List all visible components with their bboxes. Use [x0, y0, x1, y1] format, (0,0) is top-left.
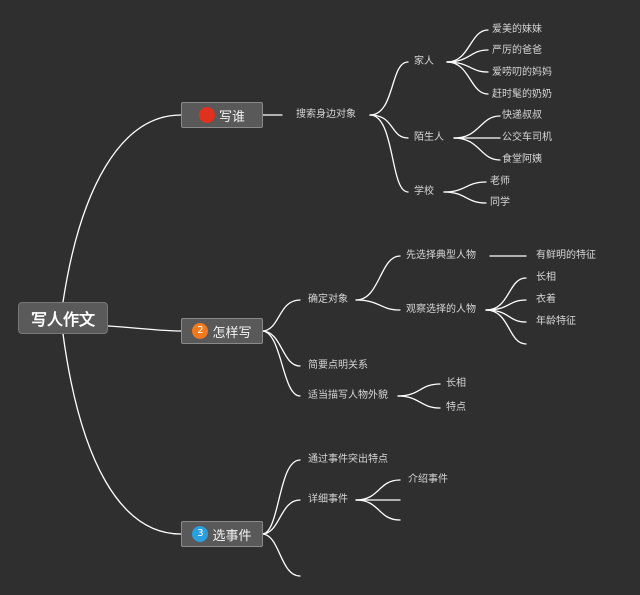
node-observe-item[interactable]: 衣着 [536, 294, 556, 305]
node-family-item[interactable]: 赶时髦的奶奶 [492, 89, 552, 100]
node-observe-item[interactable]: 长相 [536, 272, 556, 283]
node-family[interactable]: 家人 [414, 56, 434, 67]
node-confirm-target[interactable]: 确定对象 [308, 294, 348, 305]
node-distinct-traits[interactable]: 有鲜明的特征 [536, 250, 596, 261]
node-family-item[interactable]: 爱唠叨的妈妈 [492, 67, 552, 78]
node-family-item[interactable]: 严厉的爸爸 [492, 45, 542, 56]
node-appearance-item[interactable]: 特点 [446, 402, 466, 413]
node-stranger-item[interactable]: 公交车司机 [502, 132, 552, 143]
node-family-item[interactable]: 爱美的妹妹 [492, 24, 542, 35]
branch-who-label: 写谁 [218, 109, 245, 125]
number-badge-icon: 3 [192, 526, 209, 542]
node-highlight-traits[interactable]: 通过事件突出特点 [308, 454, 388, 465]
node-detail-event[interactable]: 详细事件 [308, 494, 348, 505]
branch-who[interactable]: 写谁 [181, 102, 263, 128]
node-school-item[interactable]: 老师 [490, 176, 510, 187]
branch-event[interactable]: 3 选事件 [181, 521, 263, 547]
node-appearance[interactable]: 适当描写人物外貌 [308, 390, 388, 401]
node-intro-event[interactable]: 介绍事件 [408, 474, 448, 485]
node-relation[interactable]: 简要点明关系 [308, 360, 368, 371]
node-stranger-item[interactable]: 食堂阿姨 [502, 154, 542, 165]
node-stranger-item[interactable]: 快递叔叔 [502, 110, 542, 121]
node-typical-person[interactable]: 先选择典型人物 [406, 250, 476, 261]
node-strangers[interactable]: 陌生人 [414, 132, 444, 143]
node-school[interactable]: 学校 [414, 186, 434, 197]
connector-lines [62, 29, 527, 577]
node-school-item[interactable]: 同学 [490, 197, 510, 208]
red-dot-icon [198, 107, 215, 123]
number-badge-icon: 2 [192, 323, 209, 339]
node-observe-item[interactable]: 年龄特征 [536, 316, 576, 327]
node-search-targets[interactable]: 搜索身边对象 [296, 109, 356, 120]
root-node[interactable]: 写人作文 [18, 302, 108, 334]
node-observe-person[interactable]: 观察选择的人物 [406, 304, 476, 315]
branch-how[interactable]: 2 怎样写 [181, 318, 263, 344]
node-appearance-item[interactable]: 长相 [446, 378, 466, 389]
branch-how-label: 怎样写 [212, 325, 252, 341]
branch-event-label: 选事件 [212, 528, 252, 544]
